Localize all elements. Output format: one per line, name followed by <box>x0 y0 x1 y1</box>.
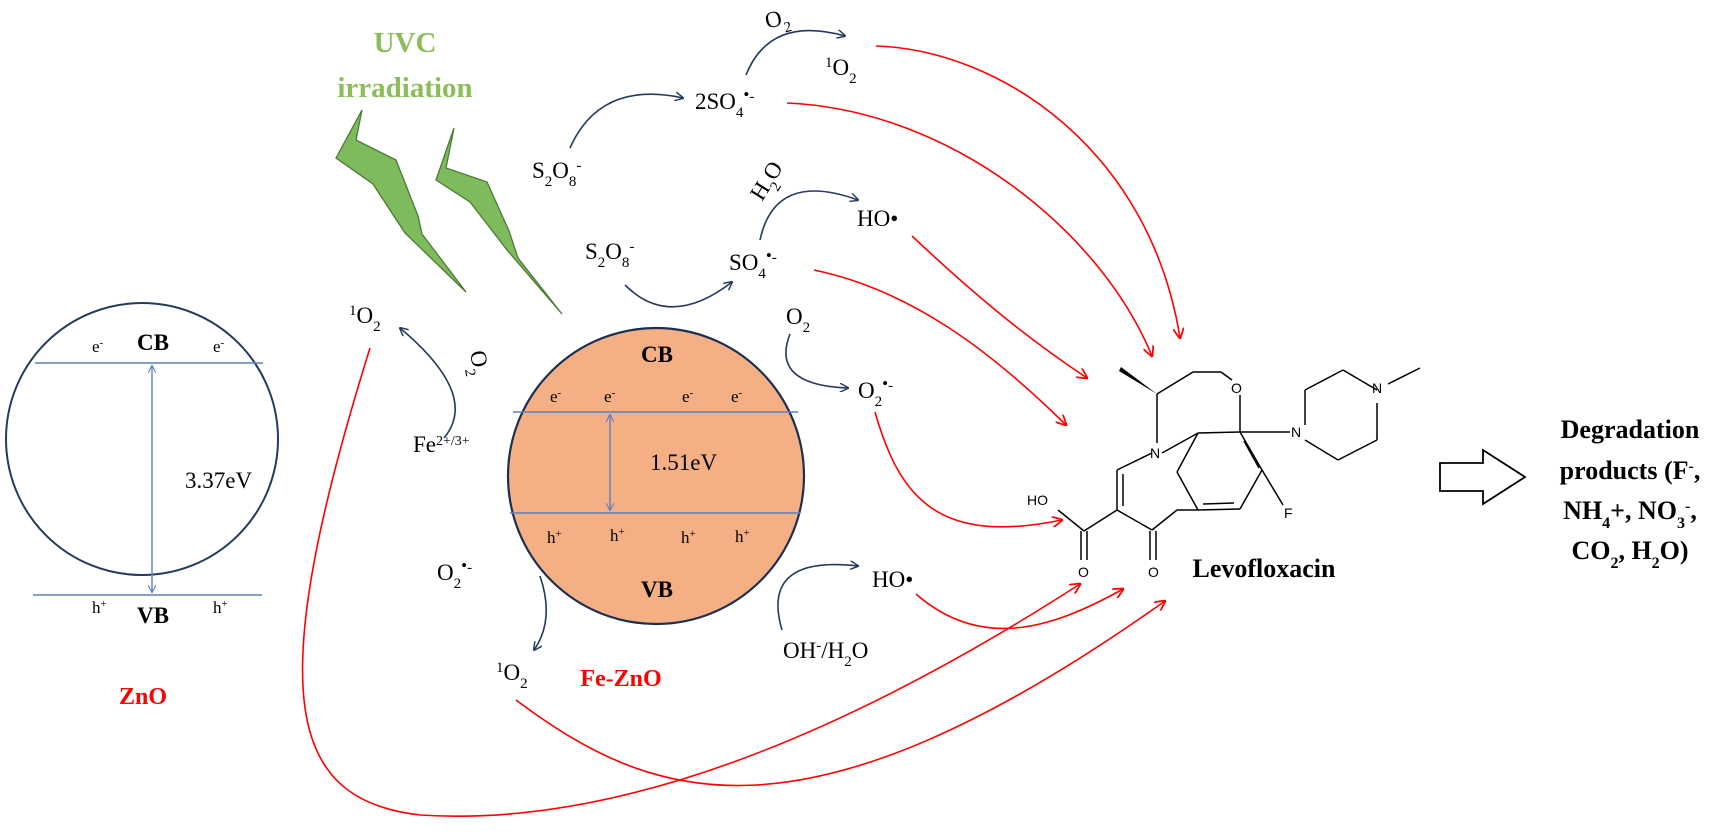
o2-label-top: O2 <box>762 3 793 40</box>
persulfate-top: S2O8- <box>532 158 581 190</box>
fezno-electron: e- <box>731 387 743 406</box>
zno-particle: CB VB 3.37eV e- e- h+ h+ <box>5 302 279 628</box>
hydroxyl-radical-bottom: HO• <box>872 567 913 592</box>
products-line3: NH4+, NO3-, <box>1563 496 1697 532</box>
zno-vb-label: VB <box>137 603 169 628</box>
levofloxacin-label: Levofloxacin <box>1193 554 1337 583</box>
singlet-oxygen-left: 1O2 <box>349 303 381 335</box>
levofloxacin-structure: O N N N F HO O O <box>1027 367 1421 580</box>
zno-title: ZnO <box>119 684 167 710</box>
fezno-electron: e- <box>550 387 562 406</box>
atom-fluorine: F <box>1284 505 1293 521</box>
atom-hydroxyl: HO <box>1027 492 1048 508</box>
irradiation-label: irradiation <box>337 72 472 104</box>
fezno-band-gap: 1.51eV <box>650 450 717 475</box>
superoxide-left: O2•- <box>437 556 472 593</box>
zno-hole-left: h+ <box>92 598 107 617</box>
singlet-oxygen-bottom: 1O2 <box>496 660 528 692</box>
fezno-electron: e- <box>604 387 616 406</box>
fezno-hole: h+ <box>681 528 696 547</box>
attack-arrows <box>301 45 1180 817</box>
atom-nitrogen-ring: N <box>1150 445 1160 461</box>
sulfate-radical-top: 2SO4•- <box>695 85 754 122</box>
atom-oxygen-ring: O <box>1231 380 1242 396</box>
atom-oxygen-acid: O <box>1078 564 1089 580</box>
atom-nitrogen-methyl: N <box>1372 380 1382 396</box>
atom-oxygen-ketone: O <box>1148 564 1159 580</box>
zno-band-gap: 3.37eV <box>185 468 252 493</box>
zno-cb-label: CB <box>137 330 169 355</box>
uvc-label: UVC <box>374 27 437 59</box>
block-arrow-icon <box>1439 448 1527 506</box>
fezno-cb-label: CB <box>641 342 673 367</box>
atom-nitrogen-piperazine: N <box>1291 424 1301 440</box>
superoxide-right: O2•- <box>858 374 893 411</box>
water-label: H2O <box>745 157 794 209</box>
zno-electron-left: e- <box>92 337 104 356</box>
zno-electron-right: e- <box>213 337 225 356</box>
zno-hole-right: h+ <box>213 598 228 617</box>
hydroxide-water-label: OH-/H2O <box>783 638 868 670</box>
fezno-electron: e- <box>682 387 694 406</box>
fezno-hole: h+ <box>610 526 625 545</box>
fezno-vb-label: VB <box>641 577 673 602</box>
products-line1: Degradation <box>1561 415 1700 444</box>
products-line4: CO2, H2O) <box>1571 536 1688 572</box>
degradation-products: Degradation products (F-, NH4+, NO3-, CO… <box>1560 415 1701 572</box>
iron-ion-label: Fe2+/3+ <box>413 432 470 457</box>
reaction-arrows <box>400 31 858 650</box>
hydroxyl-radical-top: HO• <box>857 206 898 231</box>
o2-label-cb: O2 <box>786 304 810 336</box>
fezno-hole: h+ <box>547 528 562 547</box>
sulfate-radical-middle: SO4•- <box>729 246 777 283</box>
fe-zno-particle: CB VB 1.51eV e- e- e- e- h+ h+ h+ h+ <box>506 326 806 626</box>
singlet-oxygen-top: 1O2 <box>825 55 857 87</box>
persulfate-middle: S2O8- <box>585 239 634 271</box>
products-line2: products (F-, <box>1560 456 1701 485</box>
fezno-hole: h+ <box>735 527 750 546</box>
lightning-bolt-icon <box>335 109 467 293</box>
lightning-bolt-icon <box>435 127 563 315</box>
o2-label-fe: O2 <box>458 349 494 378</box>
fezno-title: Fe-ZnO <box>580 666 661 692</box>
